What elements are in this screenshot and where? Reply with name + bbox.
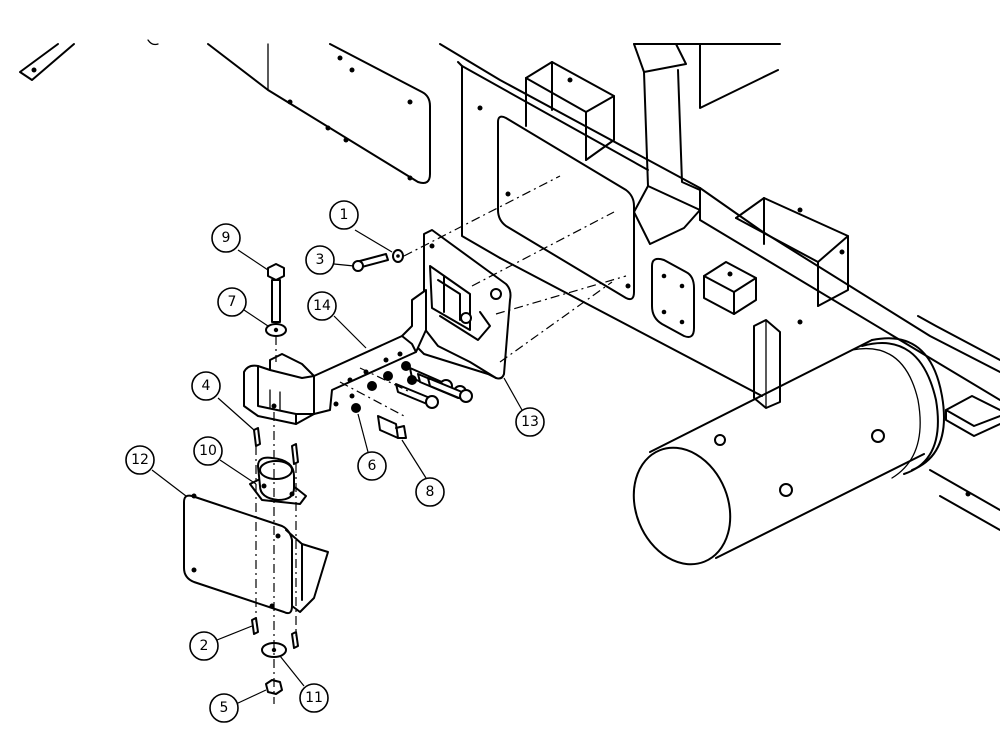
- vertical-post: [633, 43, 781, 245]
- right-cross-box: [735, 197, 849, 307]
- callout-number: 8: [426, 484, 435, 500]
- callout-9: 9: [211, 223, 269, 271]
- callout-11: 11: [279, 655, 329, 713]
- callout-number: 5: [220, 700, 229, 716]
- bolt-9: [267, 263, 285, 323]
- callout-number: 3: [316, 252, 325, 268]
- callout-13: 13: [503, 377, 545, 437]
- rear-frame-plate: [207, 43, 431, 184]
- nut-set-6: [351, 361, 417, 413]
- callout-number: 11: [305, 690, 323, 706]
- callout-number: 4: [202, 378, 211, 394]
- callout-number: 2: [200, 638, 209, 654]
- small-u-bracket: [703, 261, 757, 315]
- screw-4: [253, 427, 299, 465]
- assembly-centerlines: [255, 175, 627, 704]
- callout-5: 5: [209, 689, 267, 723]
- rounded-pad-plate: [651, 257, 695, 338]
- callout-8: 8: [401, 439, 445, 507]
- bracket-13: [411, 229, 512, 380]
- callout-number: 13: [521, 414, 539, 430]
- callout-10: 10: [193, 436, 257, 485]
- right-frame-pieces: [917, 315, 1000, 531]
- rubber-mount-10: [249, 456, 307, 505]
- callout-number: 7: [228, 294, 237, 310]
- cover-plate-12: [183, 493, 329, 615]
- callout-3: 3: [305, 245, 355, 275]
- callout-7: 7: [217, 287, 269, 327]
- cylindrical-tank: [632, 337, 945, 566]
- callout-number: 10: [199, 443, 217, 459]
- callout-4: 4: [191, 371, 255, 431]
- frame-mounting-cutout: [497, 115, 635, 301]
- callout-14: 14: [307, 291, 367, 349]
- bolt-3: [352, 253, 389, 272]
- callout-number: 14: [313, 298, 331, 314]
- callout-number: 9: [222, 230, 231, 246]
- callout-1: 1: [329, 200, 393, 253]
- washer-1: [392, 249, 404, 263]
- washer-7: [265, 323, 287, 337]
- frame-fragment-top-left: [19, 39, 159, 81]
- top-cross-box: [525, 61, 615, 161]
- callout-number: 6: [368, 458, 377, 474]
- washer-11: [261, 642, 287, 658]
- callout-6: 6: [357, 413, 387, 481]
- callout-number: 1: [340, 207, 349, 223]
- callout-number: 12: [131, 452, 149, 468]
- bolt-set-8: [377, 367, 473, 439]
- callout-2: 2: [189, 625, 253, 661]
- callout-12: 12: [125, 445, 187, 497]
